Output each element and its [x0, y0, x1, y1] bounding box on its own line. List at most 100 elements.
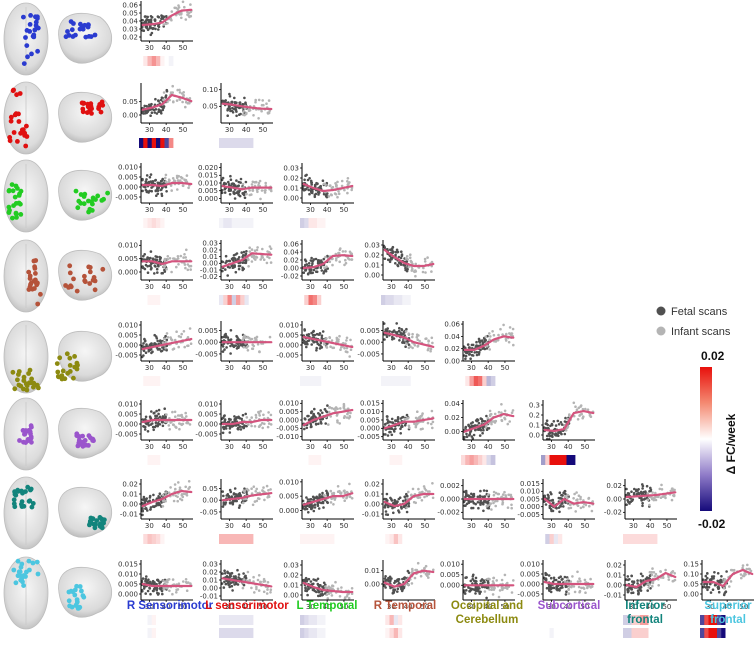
- fetal-scan-point: [390, 433, 394, 437]
- panel-change-bar: [139, 218, 174, 228]
- y-tick-label: 0.00: [202, 584, 218, 592]
- node-marker: [10, 188, 16, 194]
- infant-scan-point: [253, 591, 256, 594]
- panel-change-bar: [219, 218, 254, 228]
- fetal-scan-point: [156, 192, 160, 196]
- infant-scan-point: [489, 335, 492, 338]
- fetal-scan-point: [152, 428, 155, 432]
- panel-change-bar: [300, 295, 335, 305]
- node-marker: [80, 593, 86, 598]
- fetal-scan-point: [473, 351, 477, 354]
- change-bar-cell: [410, 534, 416, 544]
- fetal-scan-point: [641, 501, 644, 505]
- fetal-scan-point: [399, 256, 403, 260]
- fetal-scan-point: [149, 592, 152, 596]
- fetal-scan-point: [155, 409, 158, 413]
- infant-scan-point: [327, 410, 331, 414]
- fetal-scan-point: [239, 428, 243, 431]
- infant-scan-point: [330, 406, 334, 410]
- fetal-scan-point: [233, 96, 236, 100]
- x-tick-label: 40: [162, 443, 171, 451]
- infant-scan-point: [254, 490, 257, 493]
- y-tick-label: 0.000: [118, 183, 138, 191]
- x-tick-label: 50: [178, 44, 187, 52]
- change-bar-cell: [465, 455, 470, 465]
- infant-scan-point: [336, 485, 340, 488]
- infant-scan-point: [269, 588, 273, 591]
- fetal-scan-point: [388, 330, 392, 333]
- change-bar-cell: [406, 615, 412, 625]
- infant-scan-point: [346, 183, 350, 186]
- infant-scan-point: [250, 416, 253, 419]
- change-bar-cell: [304, 615, 309, 625]
- change-bar-cell: [329, 218, 335, 228]
- y-tick-label: -0.02: [200, 273, 218, 281]
- infant-scan-point: [410, 269, 414, 272]
- change-bar-cell: [236, 376, 241, 386]
- node-marker: [66, 589, 72, 595]
- node-marker: [96, 104, 102, 110]
- x-tick-label: 50: [580, 443, 589, 451]
- fetal-scan-point: [403, 334, 407, 337]
- trend-line: [221, 185, 273, 191]
- x-tick-label: 40: [646, 522, 655, 530]
- x-tick-label: 40: [404, 603, 413, 611]
- fetal-scan-point: [237, 576, 240, 579]
- fetal-scan-point: [303, 507, 307, 511]
- fetal-scan-point: [303, 329, 307, 332]
- infant-scan-point: [170, 270, 173, 274]
- infant-scan-point: [267, 489, 270, 492]
- fetal-scan-point: [384, 575, 387, 578]
- infant-scan-point: [405, 254, 409, 258]
- fetal-scan-point: [161, 346, 164, 349]
- infant-scan-point: [176, 495, 179, 499]
- infant-scan-point: [494, 504, 498, 508]
- infant-scan-point: [166, 336, 170, 339]
- change-bar-cell: [644, 534, 649, 544]
- panel-change-bar: [461, 534, 496, 544]
- infant-scan-point: [162, 337, 166, 341]
- node-marker: [31, 34, 37, 40]
- fetal-scan-point: [161, 108, 165, 112]
- node-marker: [87, 269, 93, 275]
- infant-scan-point: [188, 327, 192, 330]
- trend-line: [302, 408, 354, 427]
- change-bar-cell: [389, 534, 395, 544]
- infant-scan-point: [323, 494, 327, 498]
- infant-scan-point: [512, 343, 515, 347]
- fetal-scan-point: [157, 99, 160, 102]
- node-marker: [87, 522, 92, 528]
- infant-scan-point: [580, 586, 583, 590]
- fetal-scan-point: [311, 260, 314, 264]
- y-tick-label: 0.02: [122, 480, 138, 488]
- infant-scan-point: [336, 180, 339, 184]
- infant-scan-point: [431, 420, 435, 424]
- fetal-scan-point: [315, 182, 319, 186]
- fetal-scan-point: [316, 504, 320, 508]
- infant-scan-point: [566, 493, 569, 497]
- fetal-scan-point: [143, 15, 147, 18]
- fetal-scan-point: [149, 250, 153, 253]
- infant-scan-point: [651, 491, 654, 494]
- infant-scan-point: [350, 497, 354, 500]
- infant-scan-point: [252, 485, 256, 489]
- infant-scan-point: [267, 422, 271, 425]
- infant-scan-point: [583, 578, 587, 582]
- infant-scan-point: [171, 84, 174, 88]
- infant-scan-point: [339, 348, 342, 352]
- fetal-scan-point: [383, 583, 386, 587]
- fetal-scan-point: [230, 584, 234, 588]
- infant-scan-point: [409, 253, 412, 256]
- fetal-scan-point: [233, 583, 236, 586]
- brain-side-view: [58, 566, 113, 618]
- fetal-scan-point: [229, 189, 232, 192]
- fetal-scan-point: [238, 194, 242, 198]
- infant-scan-point: [167, 178, 171, 181]
- fetal-scan-point: [320, 422, 323, 425]
- fetal-scan-point: [237, 493, 240, 496]
- fetal-scan-point: [165, 348, 168, 352]
- infant-scan-point: [186, 13, 189, 16]
- fetal-scan-point: [468, 433, 472, 436]
- infant-scan-point: [506, 581, 509, 585]
